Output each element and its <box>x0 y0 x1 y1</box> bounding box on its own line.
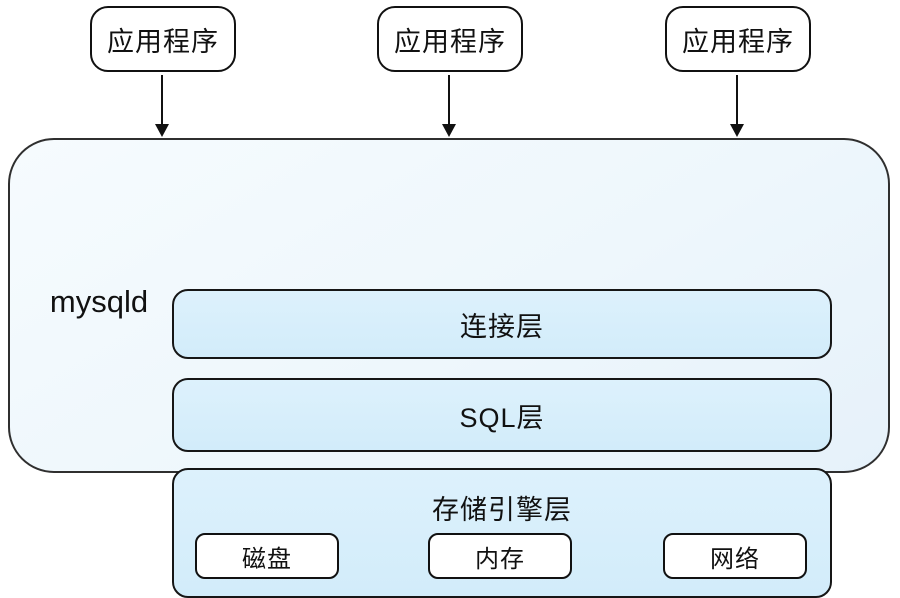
application-node-1: 应用程序 <box>90 6 236 72</box>
arrow-shaft <box>736 75 738 124</box>
connection-layer-label: 连接层 <box>460 311 544 342</box>
application-node-1-label: 应用程序 <box>107 26 219 57</box>
storage-node-network-label: 网络 <box>710 545 760 573</box>
storage-engine-layer-label: 存储引擎层 <box>432 495 572 525</box>
application-node-2: 应用程序 <box>377 6 523 72</box>
arrow-head-icon <box>730 124 744 137</box>
storage-node-disk-label: 磁盘 <box>242 545 292 573</box>
storage-node-memory: 内存 <box>428 533 572 579</box>
mysqld-label: mysqld <box>49 284 149 319</box>
down-arrow-connector-2 <box>442 75 456 137</box>
arrow-shaft <box>448 75 450 124</box>
application-node-2-label: 应用程序 <box>394 26 506 57</box>
storage-node-memory-label: 内存 <box>475 545 525 573</box>
storage-engine-layer: 存储引擎层 磁盘 内存 网络 <box>172 468 832 598</box>
mysqld-container: mysqld 连接层 SQL层 存储引擎层 磁盘 内存 网络 <box>8 138 890 598</box>
connection-layer: 连接层 <box>172 289 832 359</box>
application-node-3: 应用程序 <box>665 6 811 72</box>
mysql-architecture-diagram: { "diagram": { "title": "mysqld", "appli… <box>8 6 890 598</box>
down-arrow-connector-1 <box>155 75 169 137</box>
arrow-shaft <box>161 75 163 124</box>
storage-node-network: 网络 <box>663 533 807 579</box>
application-node-3-label: 应用程序 <box>682 26 794 57</box>
down-arrow-connector-3 <box>730 75 744 137</box>
sql-layer-label: SQL层 <box>459 402 545 433</box>
sql-layer: SQL层 <box>172 378 832 452</box>
arrow-head-icon <box>155 124 169 137</box>
arrow-head-icon <box>442 124 456 137</box>
storage-node-disk: 磁盘 <box>195 533 339 579</box>
